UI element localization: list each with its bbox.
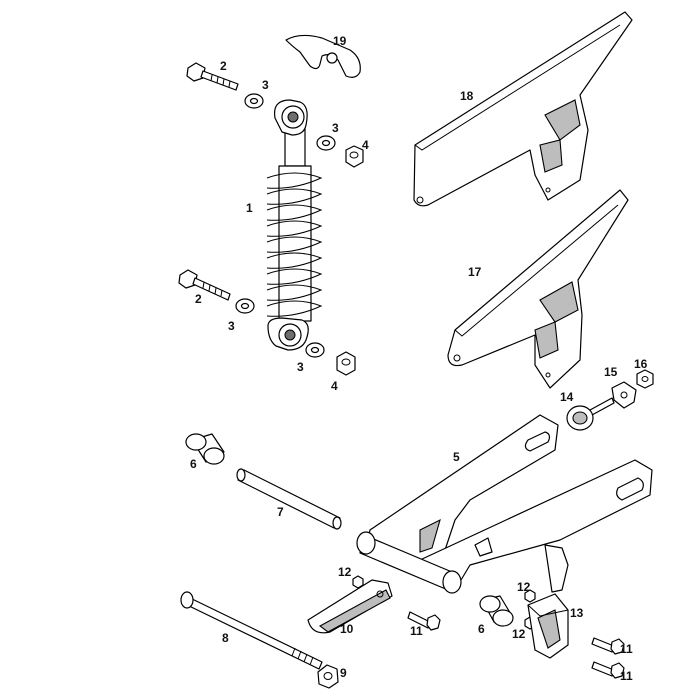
part-3-washer-lower-left [235, 298, 255, 314]
callout-1: 1 [246, 201, 253, 215]
part-8-pivot-bolt [180, 591, 323, 670]
part-3-washer-lower-right [305, 342, 325, 358]
callout-8: 8 [222, 631, 229, 645]
callout-16: 16 [634, 357, 648, 371]
callout-15: 15 [604, 365, 618, 379]
part-6-bushing-lower [479, 595, 514, 627]
part-11-bolt-b [591, 637, 625, 655]
callout-6-upper: 6 [190, 457, 197, 471]
callout-12-a: 12 [338, 565, 352, 579]
part-9-pivot-nut [317, 664, 339, 689]
callout-5: 5 [453, 450, 460, 464]
callout-4-lower: 4 [331, 379, 338, 393]
callout-3-upper-left: 3 [262, 78, 269, 92]
part-2-bolt-upper [186, 62, 239, 91]
callout-19: 19 [333, 34, 347, 48]
part-4-nut-upper [345, 145, 364, 168]
callout-11-b: 11 [620, 642, 633, 656]
callout-12-c: 12 [512, 627, 526, 641]
callout-4-upper: 4 [362, 138, 369, 152]
part-16-nut [636, 369, 654, 389]
callout-3-lower-left: 3 [228, 319, 235, 333]
part-6-bushing-upper [185, 433, 225, 465]
part-14-chain-roller [566, 397, 615, 431]
part-12-nut-b [524, 589, 536, 603]
callout-17: 17 [468, 265, 482, 279]
part-3-washer-upper-left [244, 93, 264, 109]
part-10-chain-slider [307, 579, 393, 634]
callout-9: 9 [340, 666, 347, 680]
callout-2-lower: 2 [195, 292, 202, 306]
callout-labels: 19 2 3 3 4 1 18 17 2 3 3 4 15 16 14 6 5 … [190, 34, 648, 683]
callout-11-a: 11 [410, 624, 423, 638]
part-1-shock-absorber [266, 99, 323, 351]
part-19-bracket [285, 34, 361, 78]
part-13-mount-block [527, 593, 569, 659]
callout-7: 7 [277, 505, 284, 519]
callout-18: 18 [460, 89, 474, 103]
callout-10: 10 [340, 622, 354, 636]
callout-13: 13 [570, 606, 584, 620]
part-2-bolt-lower [178, 269, 231, 301]
callout-3-lower-right: 3 [297, 360, 304, 374]
part-11-bolt-a [407, 611, 441, 631]
part-4-nut-lower [336, 351, 356, 376]
part-18-chain-guard-upper [413, 11, 633, 207]
callout-12-b: 12 [517, 580, 531, 594]
callout-11-c: 11 [620, 669, 633, 683]
callout-6-lower: 6 [478, 622, 485, 636]
callout-3-upper-right: 3 [332, 121, 339, 135]
part-15-clip [611, 381, 637, 409]
part-5-swing-arm [356, 414, 653, 594]
part-3-washer-upper-right [316, 135, 336, 151]
callout-14: 14 [560, 390, 574, 404]
part-11-bolt-c [591, 661, 625, 679]
callout-2-upper: 2 [220, 59, 227, 73]
part-7-pivot-tube [236, 468, 342, 530]
part-17-chain-guard-lower [447, 189, 629, 389]
